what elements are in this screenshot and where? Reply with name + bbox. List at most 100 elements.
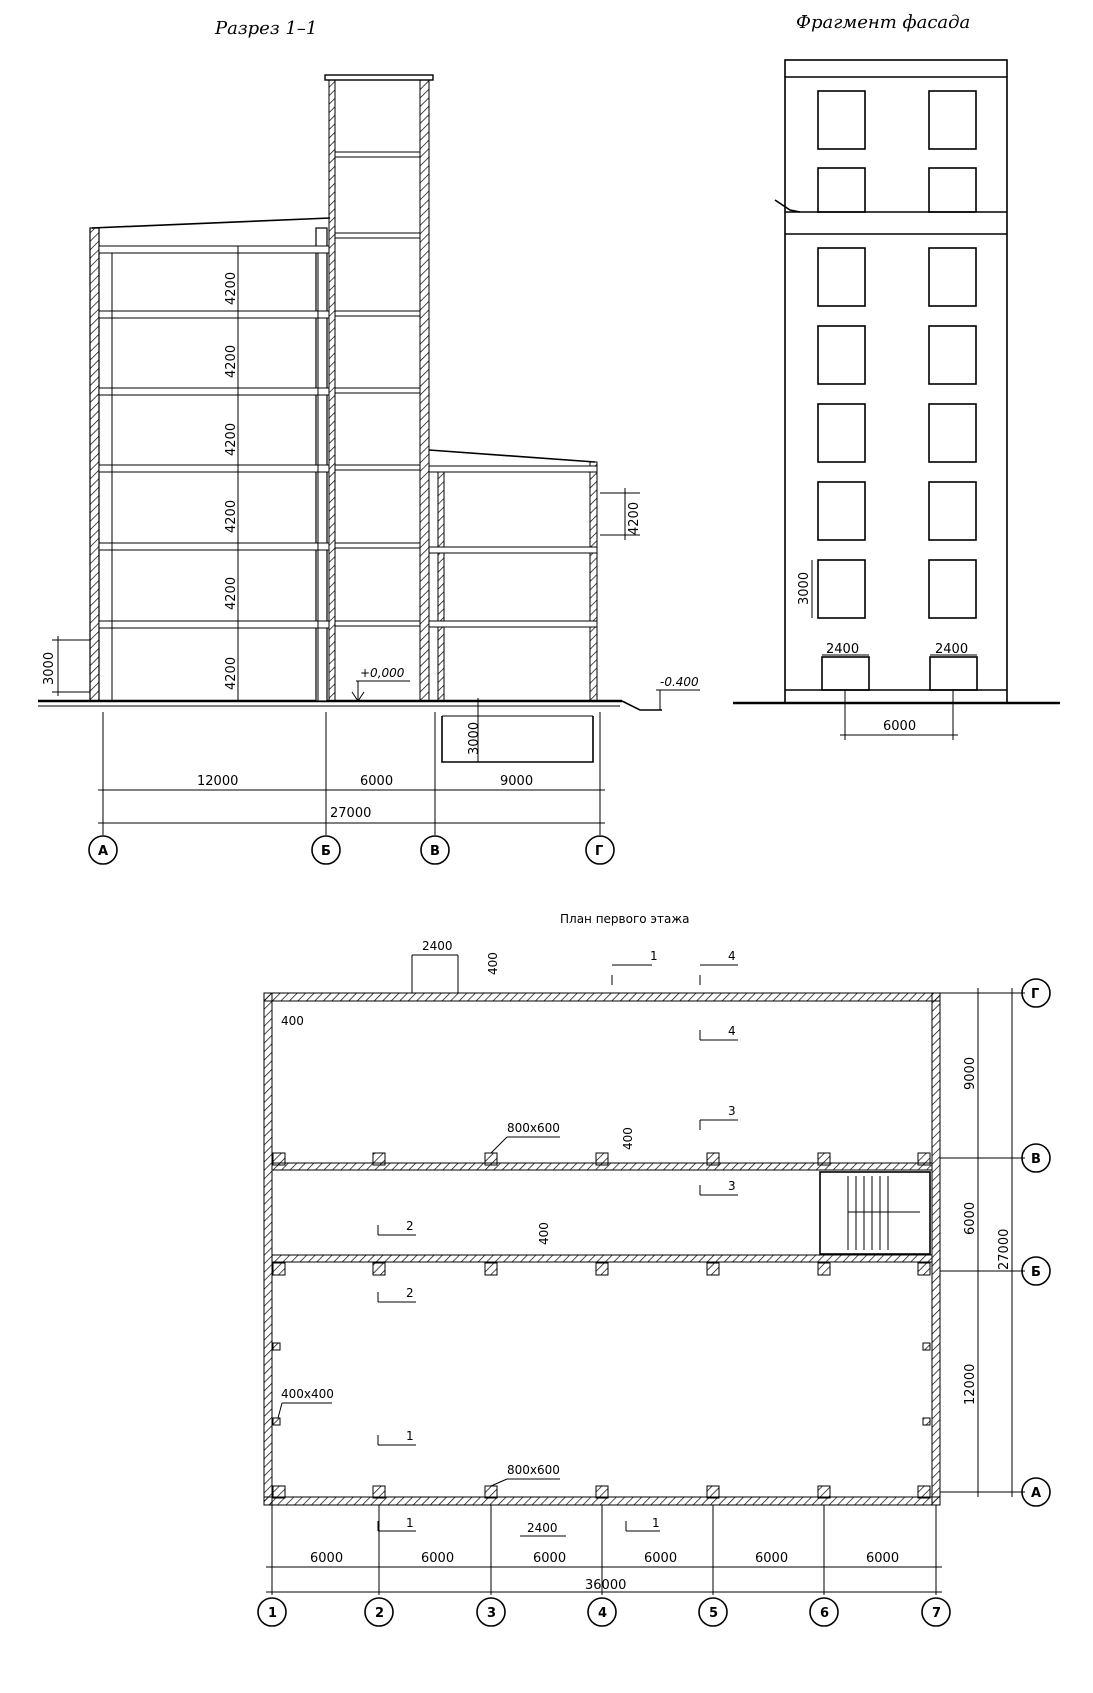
span-dim-9000: 9000 — [500, 774, 533, 789]
ground-slope — [621, 700, 662, 711]
axis-v-plan-label: В — [1031, 1152, 1041, 1167]
plan-wall-thk-mid2: 400 — [537, 1222, 551, 1245]
plan-view: План первого этажа — [257, 912, 1051, 1627]
facade-break — [774, 199, 801, 213]
plan-cut-marks: 1 1 4 4 3 3 2 2 1 1 — [377, 949, 738, 1532]
plan-axes-y: Г В Б А — [1021, 978, 1051, 1507]
axis-g-plan-label: Г — [1031, 987, 1039, 1002]
axis-1-label: 1 — [268, 1606, 277, 1621]
plan-top-window-dim: 2400 — [422, 939, 453, 953]
roof-left — [91, 217, 331, 229]
span-dim-12000: 12000 — [197, 774, 238, 789]
basement — [441, 715, 594, 763]
plan-right-dims: 9000 6000 12000 27000 — [940, 988, 1025, 1497]
cut-2-top: 2 — [406, 1219, 414, 1233]
axis-a-plan-label: А — [1031, 1486, 1041, 1501]
axis-7-label: 7 — [932, 1606, 941, 1621]
cut-3-bottom: 3 — [728, 1179, 736, 1193]
facade-view: Фрагмент фасада 3000 2400 — [733, 12, 1060, 740]
cut-1-outer: 1 — [406, 1516, 414, 1530]
section-title: Разрез 1–1 — [214, 18, 317, 39]
plan-columns — [272, 1152, 931, 1499]
axis-5-label: 5 — [709, 1606, 718, 1621]
section-view: Разрез 1–1 — [38, 18, 700, 865]
right-block-dim: 4200 — [600, 488, 642, 540]
facade-outline — [784, 59, 1008, 704]
plan-span-6: 6000 — [866, 1551, 899, 1566]
plan-span-3: 6000 — [533, 1551, 566, 1566]
axis-b-label: Б — [321, 844, 331, 859]
inner-columns-left — [111, 253, 319, 701]
facade-title: Фрагмент фасада — [796, 12, 970, 33]
level-ground-label: -0.400 — [660, 675, 699, 689]
floor-dim-2: 4200 — [224, 577, 239, 610]
plan-column-size-small: 400х400 — [281, 1387, 334, 1401]
facade-window-height-label: 3000 — [797, 572, 812, 605]
floor-dim-6: 4200 — [224, 272, 239, 305]
floor-dim-3: 4200 — [224, 500, 239, 533]
roof-right — [428, 449, 596, 463]
plan-total-dim: 36000 — [585, 1578, 626, 1593]
axis-6-label: 6 — [820, 1606, 829, 1621]
ground-floor-dim: 3000 — [42, 636, 90, 696]
wall-axis-a — [89, 227, 100, 702]
floor-dim-1: 4200 — [224, 657, 239, 690]
cut-1-top: 1 — [650, 949, 658, 963]
floor-dim-5: 4200 — [224, 345, 239, 378]
stair-tower — [324, 74, 434, 702]
section-axes: А Б В Г — [88, 835, 615, 865]
facade-window-width-2: 2400 — [935, 642, 968, 657]
axis-2-label: 2 — [375, 1606, 384, 1621]
plan-right-span-3: 12000 — [963, 1364, 978, 1405]
cut-1-inner: 1 — [406, 1429, 414, 1443]
floor-dim-4: 4200 — [224, 423, 239, 456]
level-marks: +0,000 -0.400 — [351, 666, 700, 710]
axis-g-label: Г — [595, 844, 603, 859]
facade-window-width-1: 2400 — [826, 642, 859, 657]
cut-2-bottom: 2 — [406, 1286, 414, 1300]
plan-wall-top — [263, 992, 941, 1002]
basement-dim-label: 3000 — [467, 722, 482, 755]
facade-windows — [817, 90, 978, 691]
span-dim-6000: 6000 — [360, 774, 393, 789]
cut-4-top: 4 — [728, 949, 736, 963]
plan-span-1: 6000 — [310, 1551, 343, 1566]
plan-right-total: 27000 — [997, 1229, 1012, 1270]
plan-span-4: 6000 — [644, 1551, 677, 1566]
plan-wall-right — [931, 992, 941, 1506]
plan-span-2: 6000 — [421, 1551, 454, 1566]
plan-right-span-2: 6000 — [963, 1202, 978, 1235]
axis-v-label: В — [430, 844, 440, 859]
plan-column-size-top: 800х600 — [507, 1121, 560, 1135]
plan-right-span-1: 9000 — [963, 1057, 978, 1090]
plan-axes-x: 1 2 3 4 5 6 7 — [257, 1597, 951, 1627]
plan-span-dims: 6000 6000 6000 6000 6000 6000 36000 — [266, 1505, 942, 1595]
plan-bottom-window-dim: 2400 — [527, 1521, 558, 1535]
axis-b-plan-label: Б — [1031, 1265, 1041, 1280]
cut-4-inner: 4 — [728, 1024, 736, 1038]
plan-stairs — [819, 1171, 931, 1255]
plan-title: План первого этажа — [560, 912, 690, 926]
plan-column-size-bottom: 800х600 — [507, 1463, 560, 1477]
section-total-dim: 27000 — [330, 806, 371, 821]
cut-1-bottom: 1 — [652, 1516, 660, 1530]
plan-wall-corridor-bottom — [271, 1254, 933, 1263]
right-block-dim-label: 4200 — [627, 502, 642, 535]
plan-wall-thk-top: 400 — [486, 952, 500, 975]
axis-4-label: 4 — [598, 1606, 607, 1621]
facade-spacing-label: 6000 — [883, 719, 916, 734]
axis-a-label: А — [98, 844, 108, 859]
ground-floor-dim-label: 3000 — [42, 652, 57, 685]
floor-slabs-left — [98, 245, 330, 629]
right-block — [428, 449, 598, 702]
basement-dim: 3000 — [467, 698, 482, 762]
plan-span-5: 6000 — [755, 1551, 788, 1566]
level-zero-label: +0,000 — [360, 666, 405, 680]
plan-wall-thk-mid1: 400 — [621, 1127, 635, 1150]
cut-3-top: 3 — [728, 1104, 736, 1118]
plan-wall-left — [263, 992, 273, 1506]
floor-height-dims: 4200 4200 4200 4200 4200 4200 — [224, 246, 239, 701]
span-dims: 12000 6000 9000 27000 — [98, 712, 605, 835]
axis-3-label: 3 — [487, 1606, 496, 1621]
